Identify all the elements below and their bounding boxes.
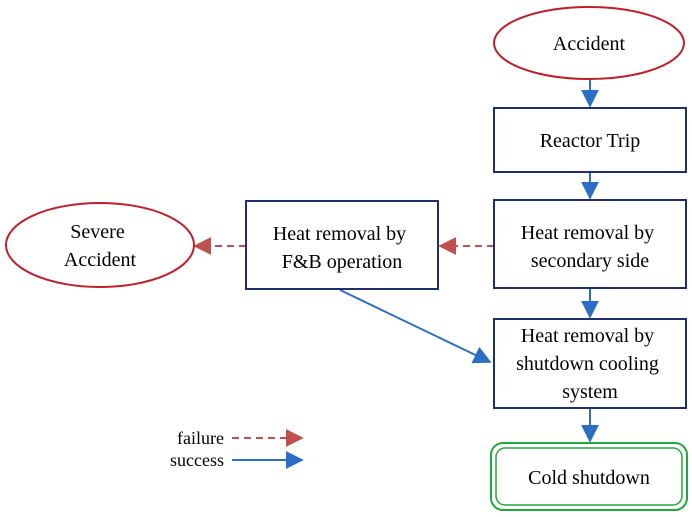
node-heat-fb-line-2: F&B operation [282, 251, 403, 273]
svg-text:Reactor Trip: Reactor Trip [540, 130, 641, 152]
node-severe-accident-line-1: Severe [70, 221, 125, 243]
node-cold-shutdown-outer [490, 442, 688, 511]
svg-text:Heat removal by secondar: Heat removal by secondary side [521, 222, 659, 272]
node-cold-shutdown: Cold shutdown [490, 442, 688, 511]
legend-success-label: success [170, 450, 224, 470]
node-heat-shutdown-line-2: shutdown cooling [516, 353, 659, 375]
node-cold-shutdown-inner [495, 447, 683, 506]
edge-heat-fb-to-heat-shutdown [339, 289, 492, 364]
node-heat-secondary-shape [493, 199, 687, 289]
svg-text:Cold shutdown: Cold shutdown [528, 467, 650, 489]
node-heat-fb: Heat removal by F&B operation [245, 200, 439, 290]
node-heat-shutdown-line-3: system [562, 381, 618, 403]
node-reactor-trip-shape [493, 107, 687, 173]
node-heat-secondary-line-2: secondary side [531, 250, 649, 272]
node-severe-accident: Severe Accident [5, 202, 195, 288]
node-reactor-trip-line-1: Reactor Trip [540, 130, 641, 152]
node-cold-shutdown-line-1: Cold shutdown [528, 467, 650, 489]
node-accident-shape [493, 6, 685, 80]
svg-text:Accident: Accident [553, 33, 626, 55]
node-severe-accident-line-2: Accident [64, 249, 137, 271]
svg-text:Severe Accident: Severe Accident [64, 221, 137, 271]
node-heat-secondary-line-1: Heat removal by [521, 222, 654, 244]
node-heat-fb-shape [245, 200, 439, 290]
svg-text:Heat removal by shutdown: Heat removal by shutdown cooling system [516, 325, 664, 403]
node-heat-shutdown-line-1: Heat removal by [521, 325, 654, 347]
node-heat-shutdown: Heat removal by shutdown cooling system [493, 318, 687, 409]
node-severe-accident-shape [5, 202, 195, 288]
svg-text:Heat removal by F&B oper: Heat removal by F&B operation [273, 223, 411, 273]
legend: failure success [170, 428, 304, 470]
node-heat-secondary: Heat removal by secondary side [493, 199, 687, 289]
node-heat-fb-line-1: Heat removal by [273, 223, 406, 245]
node-heat-shutdown-shape [493, 318, 687, 409]
node-accident: Accident [493, 6, 685, 80]
node-accident-line-1: Accident [553, 33, 626, 55]
node-reactor-trip: Reactor Trip [493, 107, 687, 173]
legend-failure-label: failure [177, 428, 224, 448]
